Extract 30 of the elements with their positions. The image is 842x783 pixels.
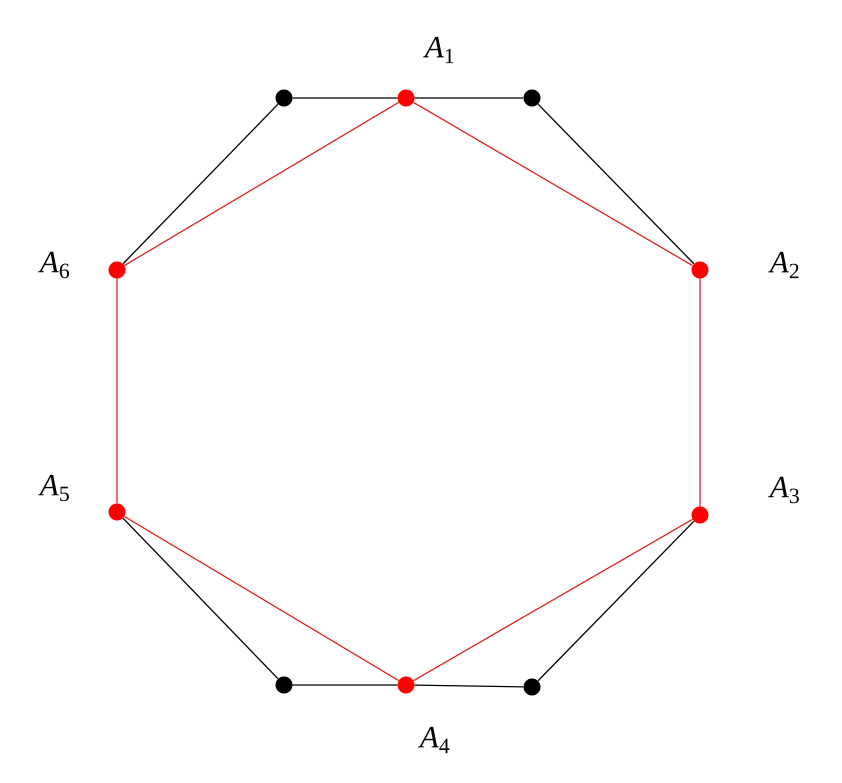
vertex-dot	[276, 676, 292, 694]
vertex-dot	[524, 89, 540, 106]
vertex-dot	[398, 89, 414, 106]
vertex-dot	[108, 261, 126, 278]
polygon-edge	[413, 102, 693, 266]
polygon-edge	[116, 278, 118, 504]
vertex-dot	[524, 678, 540, 696]
point-label: A$_{1}$	[423, 36, 454, 64]
point-label: A$_{4}$	[418, 726, 450, 754]
vertex-dot	[692, 506, 708, 524]
polygon-edge	[414, 97, 524, 99]
polygon-edge	[414, 684, 524, 688]
polygon-edge	[124, 102, 399, 266]
vertex-dot	[692, 261, 708, 278]
vertex-dot	[398, 676, 414, 694]
point-label: A$_{5}$	[38, 474, 69, 502]
polygon-edge	[292, 97, 398, 99]
polygon-edge	[538, 520, 694, 682]
polygon-edge	[413, 518, 693, 682]
point-label: A$_{3}$	[768, 476, 799, 504]
vertex-dot	[108, 503, 126, 520]
polygon-edge	[699, 278, 701, 506]
polygon-edge	[538, 104, 694, 264]
point-label: A$_{6}$	[38, 252, 70, 278]
polygon-edge	[124, 516, 399, 682]
vertex-dot	[276, 89, 292, 106]
polygon-edge	[292, 684, 398, 686]
polygon-edge	[122, 104, 278, 264]
point-label: A$_{2}$	[768, 252, 799, 278]
polygon-edge	[122, 518, 278, 680]
